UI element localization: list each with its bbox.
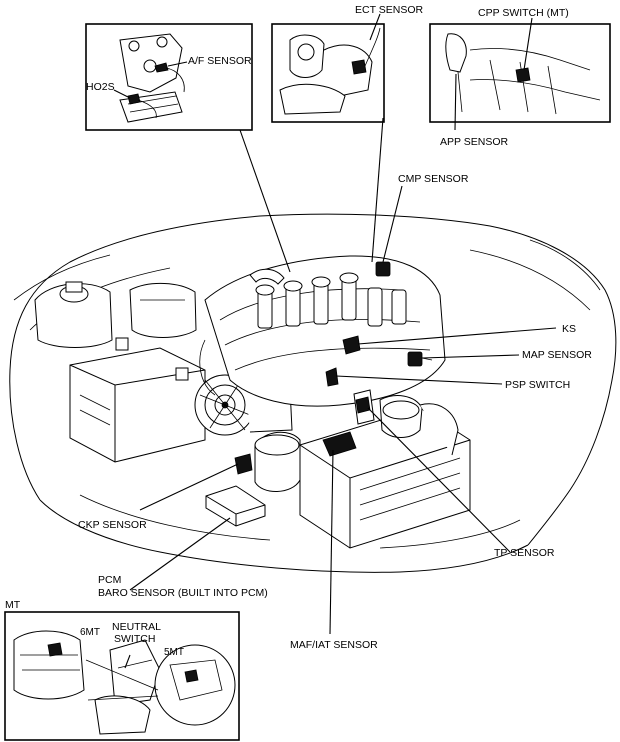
ks-sensor: [342, 335, 361, 355]
leader-lines: [113, 13, 557, 669]
label-mt: MT: [5, 599, 21, 611]
inset-exhaust: [85, 23, 253, 131]
label-maf-iat-sensor: MAF/IAT SENSOR: [290, 639, 378, 651]
inset-mt: [4, 611, 240, 741]
ignition-coils: [255, 272, 407, 329]
reservoir-tank: [34, 281, 113, 348]
psp-switch: [325, 367, 339, 387]
label-psp-switch: PSP SWITCH: [505, 379, 570, 391]
label-neutral-switch-line2: SWITCH: [114, 633, 155, 645]
label-5mt: 5MT: [164, 647, 184, 658]
pcm-box: [205, 485, 266, 527]
tp-sensor: [353, 389, 375, 425]
inset-pedal: [429, 23, 611, 123]
ckp-sensor: [234, 453, 253, 475]
label-map-sensor: MAP SENSOR: [522, 349, 592, 361]
label-tp-sensor: TP SENSOR: [494, 547, 555, 559]
label-app-sensor: APP SENSOR: [440, 136, 508, 148]
map-sensor: [407, 351, 433, 367]
label-ckp-sensor: CKP SENSOR: [78, 519, 147, 531]
label-6mt: 6MT: [80, 627, 100, 638]
washer-tank: [129, 282, 197, 338]
labels: ECT SENSOR CPP SWITCH (MT) A/F SENSOR HO…: [5, 4, 592, 658]
intake-duct: [254, 395, 459, 492]
battery: [69, 337, 206, 463]
engine-block: [199, 255, 446, 407]
label-baro-sensor: BARO SENSOR (BUILT INTO PCM): [98, 587, 268, 599]
cmp-sensor: [375, 261, 391, 277]
label-cmp-sensor: CMP SENSOR: [398, 173, 469, 185]
label-af-sensor: A/F SENSOR: [188, 55, 252, 67]
label-pcm: PCM: [98, 574, 121, 586]
label-ect-sensor: ECT SENSOR: [355, 4, 423, 16]
maf-iat-sensor: [322, 431, 357, 457]
label-ks: KS: [562, 323, 576, 335]
label-ho2s: HO2S: [86, 81, 115, 93]
label-cpp-switch: CPP SWITCH (MT): [478, 7, 569, 19]
label-neutral-switch-line1: NEUTRAL: [112, 621, 161, 633]
inset-ect: [271, 23, 385, 123]
